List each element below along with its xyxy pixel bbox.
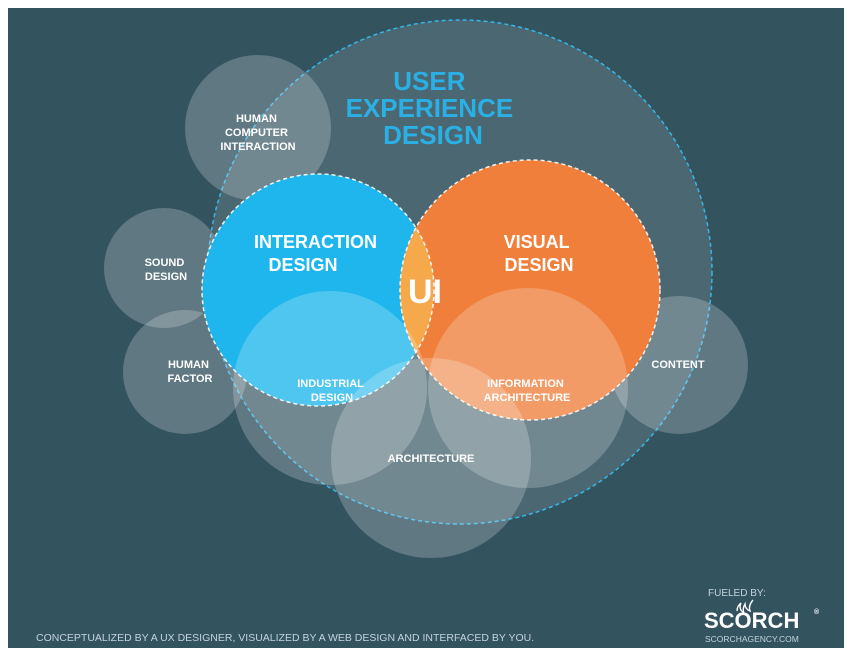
industrial-design-circle [233, 291, 427, 485]
industrial-design-label-line1: INDUSTRIAL [297, 378, 364, 390]
sound-design-circle [104, 208, 224, 328]
human-factor-label: HUMAN FACTOR [167, 359, 212, 385]
visual-design-label: VISUAL DESIGN [504, 232, 575, 275]
visual-design-outline [399, 159, 661, 421]
hci-circle [185, 55, 331, 201]
visual-design-circle [400, 160, 660, 420]
human-factor-label-line2: FACTOR [167, 373, 212, 385]
information-architecture-label-line1: INFORMATION [487, 378, 564, 390]
ux-title-line3: DESIGN [383, 120, 483, 150]
scorch-logo: SCORCH [704, 608, 799, 633]
hci-label-line3: INTERACTION [220, 141, 295, 153]
fueled-by-label: FUELED BY: [708, 588, 766, 599]
human-factor-label-line1: HUMAN [168, 359, 209, 371]
sound-design-label: SOUND DESIGN [145, 257, 188, 283]
sound-design-label-line2: DESIGN [145, 271, 187, 283]
industrial-design-label-line2: DESIGN [311, 392, 353, 404]
footer-tagline: CONCEPTUALIZED BY A UX DESIGNER, VISUALI… [36, 632, 534, 644]
flame-icon [736, 599, 754, 616]
interaction-design-circle [202, 174, 434, 406]
interaction-design-label-line1: INTERACTION [254, 232, 377, 252]
scorch-trademark: ® [814, 608, 820, 616]
hci-label-line1: HUMAN [236, 113, 277, 125]
interaction-design-label-line2: DESIGN [268, 255, 337, 275]
ux-title-line2: EXPERIENCE [346, 93, 514, 123]
ux-title: USER EXPERIENCE DESIGN [346, 66, 521, 150]
sound-design-label-line1: SOUND [145, 257, 185, 269]
architecture-label: ARCHITECTURE [388, 453, 475, 465]
information-architecture-label-line2: ARCHITECTURE [484, 392, 571, 404]
visual-design-label-line1: VISUAL [504, 232, 570, 252]
interaction-design-outline [201, 173, 435, 407]
industrial-design-label: INDUSTRIAL DESIGN [297, 378, 366, 404]
ui-label: UI [408, 273, 442, 311]
visual-design-label-line2: DESIGN [504, 255, 573, 275]
ux-title-line1: USER [393, 66, 465, 96]
hci-label: HUMAN COMPUTER INTERACTION [220, 113, 295, 153]
information-architecture-circle [428, 288, 628, 488]
interaction-design-label: INTERACTION DESIGN [254, 232, 382, 275]
architecture-circle [331, 358, 531, 558]
information-architecture-label: INFORMATION ARCHITECTURE [484, 378, 571, 404]
scorch-website: SCORCHAGENCY.COM [705, 634, 799, 644]
hci-label-line2: COMPUTER [225, 127, 288, 139]
content-label: CONTENT [651, 359, 704, 371]
